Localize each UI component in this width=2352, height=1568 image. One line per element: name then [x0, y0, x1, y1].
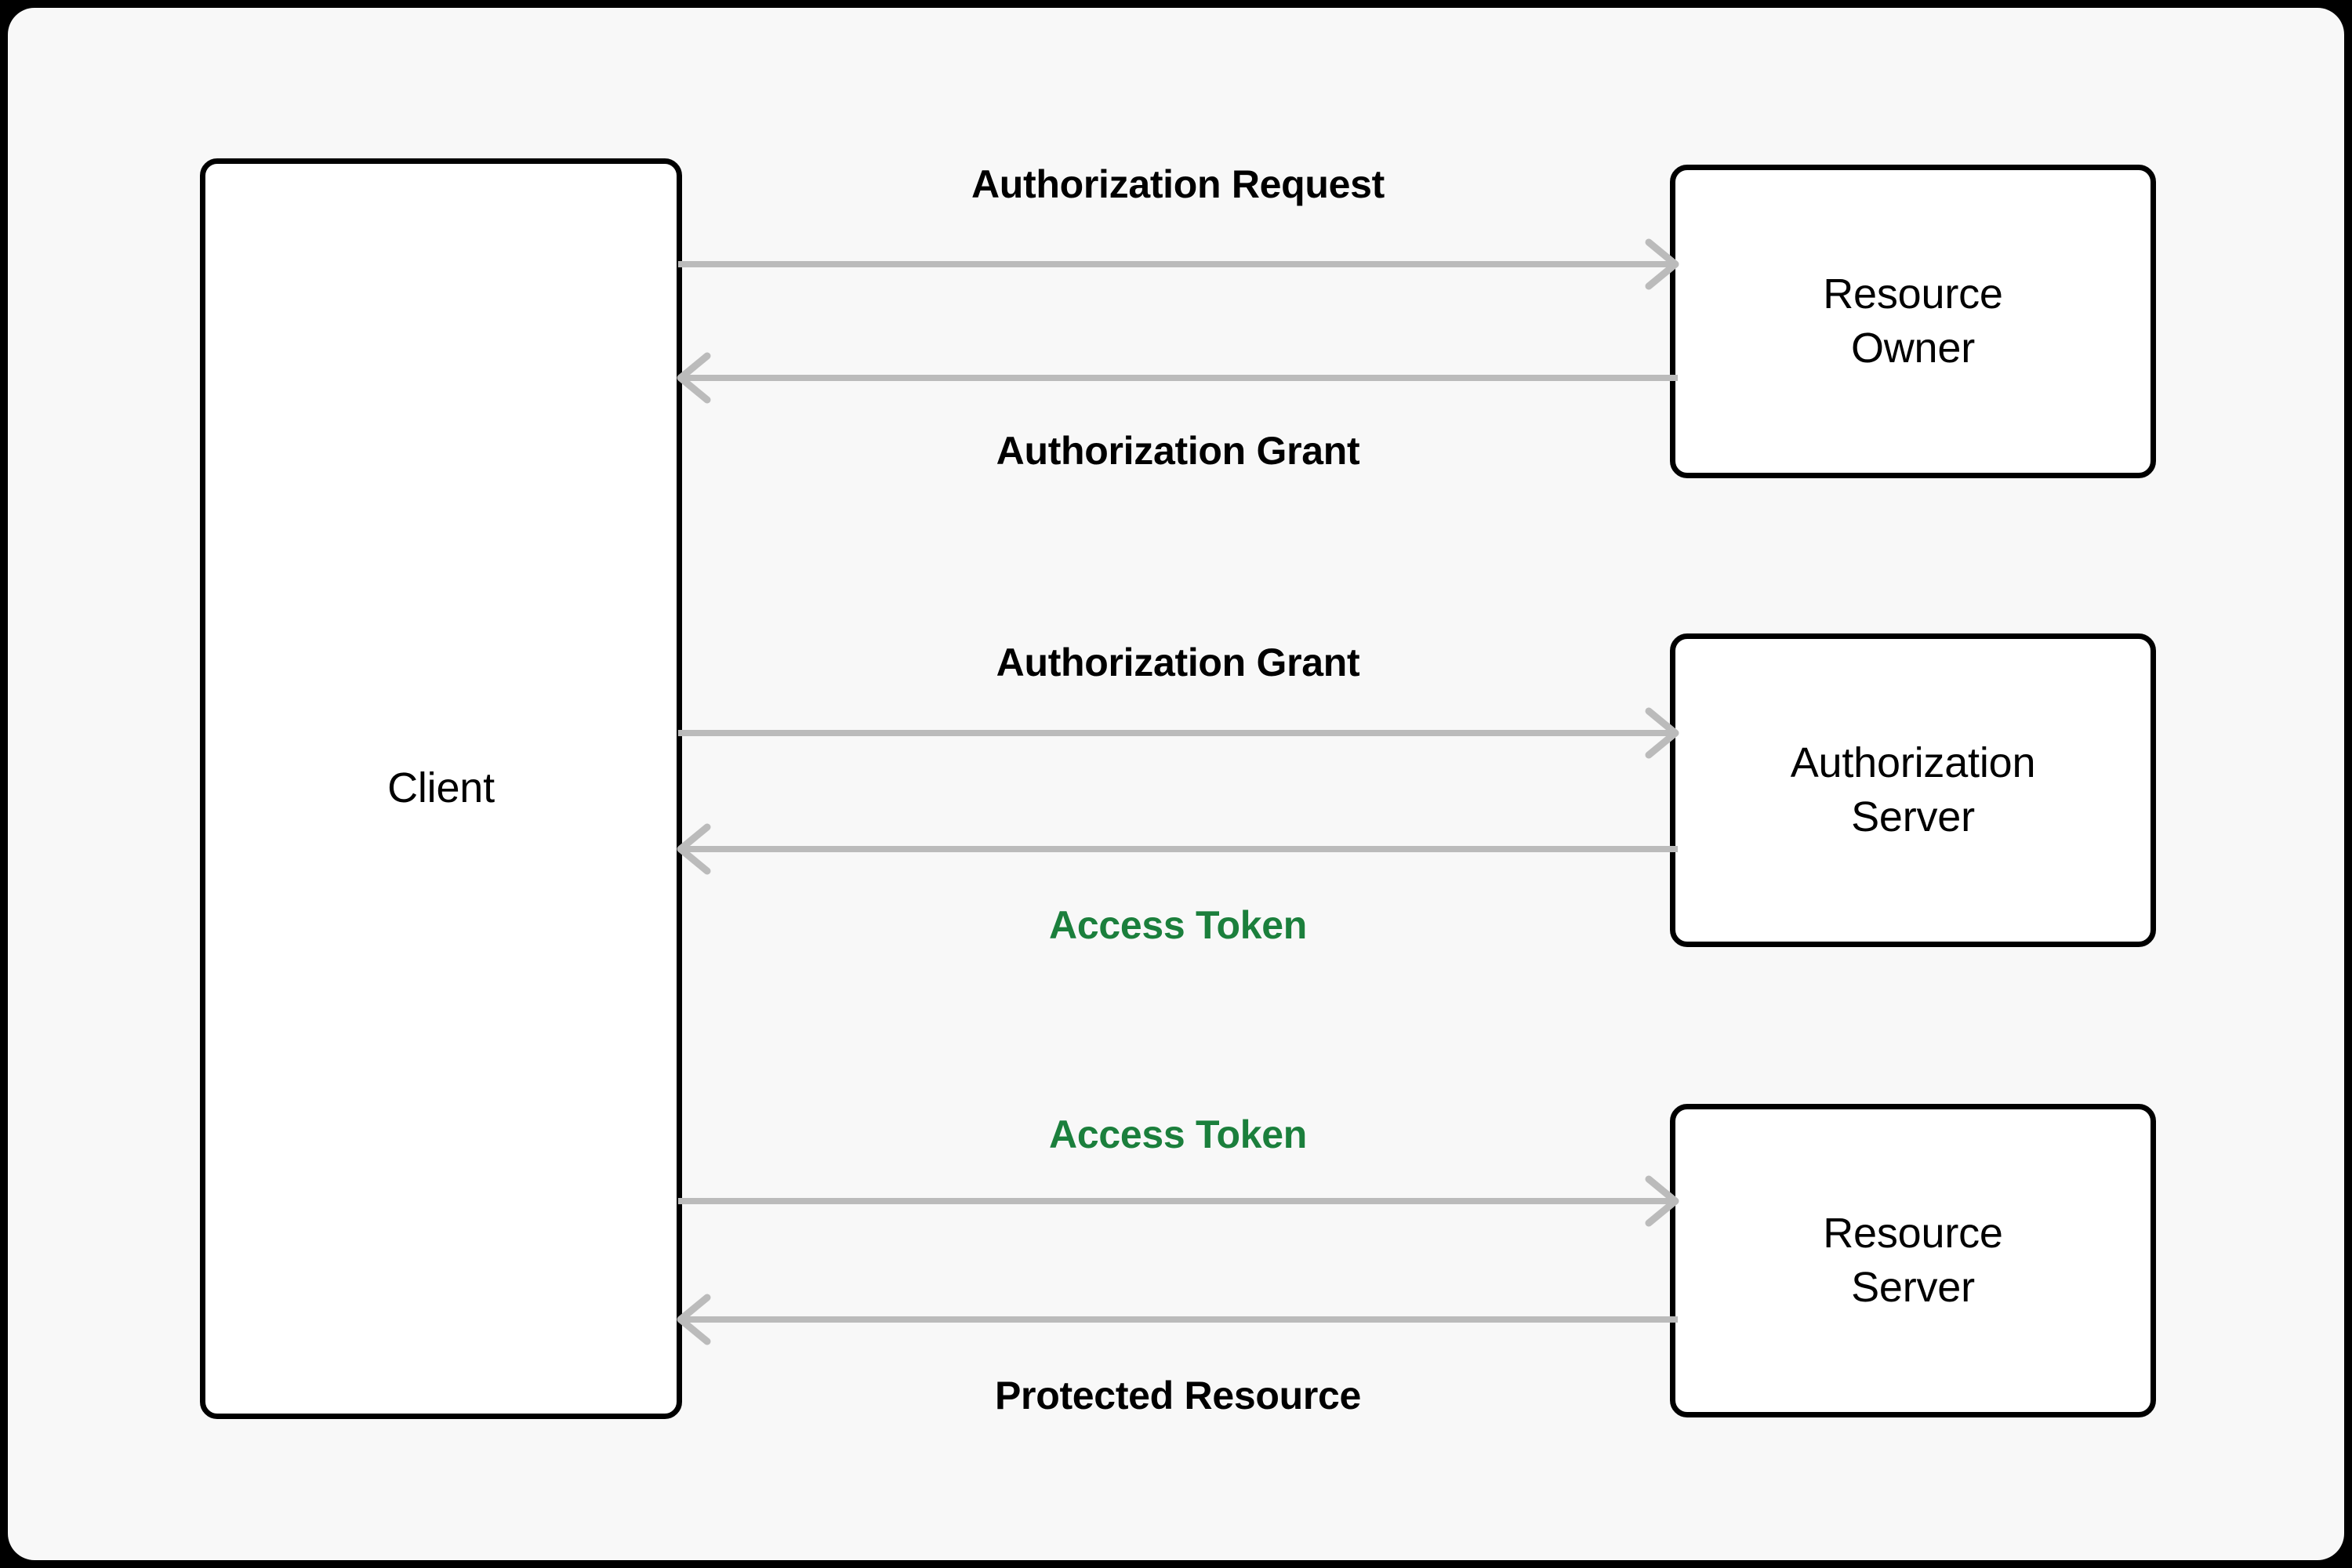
node-authorization-server-label: Authorization Server [1790, 739, 2036, 840]
edge-label-authorization-grant-server: Authorization Grant [996, 641, 1360, 684]
arrow-client-to-authorization-server [678, 698, 1679, 768]
edge-label-protected-resource: Protected Resource [995, 1374, 1361, 1417]
node-client-label: Client [387, 764, 495, 812]
arrow-authorization-server-to-client [677, 814, 1678, 884]
node-authorization-server[interactable]: Authorization Server [1670, 633, 2156, 947]
edge-label-access-token-from-server: Access Token [1049, 903, 1307, 947]
diagram-canvas: Client Resource Owner Authorization Serv… [8, 8, 2344, 1560]
arrow-client-to-resource-server [678, 1166, 1679, 1236]
node-client[interactable]: Client [200, 158, 682, 1419]
arrow-client-to-resource-owner [678, 229, 1679, 299]
arrow-resource-server-to-client [677, 1284, 1678, 1355]
edge-label-access-token-to-resource-server: Access Token [1049, 1112, 1307, 1156]
node-resource-owner-label: Resource Owner [1823, 270, 2003, 372]
edge-label-authorization-request: Authorization Request [971, 162, 1385, 206]
arrow-resource-owner-to-client [677, 343, 1678, 413]
edge-label-authorization-grant-owner: Authorization Grant [996, 429, 1360, 473]
node-resource-server[interactable]: Resource Server [1670, 1104, 2156, 1417]
node-resource-server-label: Resource Server [1823, 1209, 2003, 1311]
node-resource-owner[interactable]: Resource Owner [1670, 165, 2156, 478]
